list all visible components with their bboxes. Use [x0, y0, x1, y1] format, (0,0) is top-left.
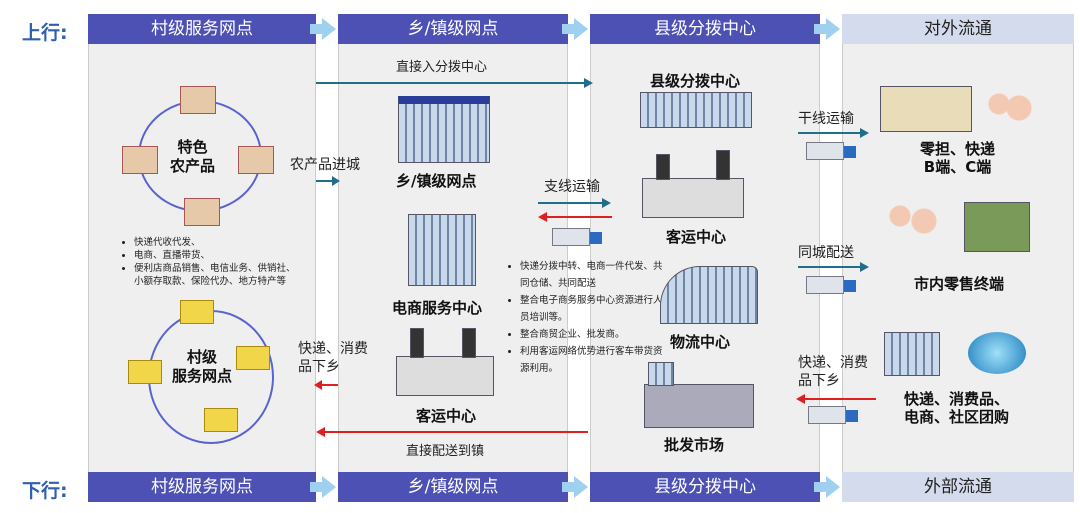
office-building-icon — [884, 332, 940, 376]
package-icon — [204, 408, 238, 432]
retail-terminal-label: 市内零售终端 — [914, 275, 1005, 293]
logistics-center-label: 物流中心 — [670, 333, 731, 351]
farm-icon — [184, 198, 220, 226]
header-arrow-icon — [562, 18, 588, 40]
farm-icon — [122, 146, 158, 174]
arrowhead-icon — [538, 212, 547, 222]
direct-down-label: 直接配送到镇 — [406, 444, 485, 459]
package-icon — [236, 346, 270, 370]
village-node-label: 村级 服务网点 — [172, 348, 233, 385]
arrowhead-icon — [314, 380, 322, 390]
arrowhead-icon — [860, 128, 869, 138]
bus-station-icon — [396, 356, 494, 396]
service-item: 快递代收代发、 — [134, 236, 304, 249]
footer-arrow-icon — [310, 476, 336, 498]
town-node-building-icon — [398, 96, 490, 163]
footer-town: 乡/镇级网点 — [338, 472, 568, 502]
goods-down-arrow — [322, 384, 338, 386]
customers-icon — [984, 88, 1034, 128]
village-services-list: 快递代收代发、 电商、直播带货、 便利店商品销售、电信业务、供销社、小额存取款、… — [120, 236, 304, 288]
county-bus-station-icon — [642, 178, 744, 218]
town-functions-list: 快递分拨中转、电商一件代发、共同仓储、共同配送 整合电子商务服务中心资源进行人员… — [506, 258, 666, 377]
chimney-icon — [716, 150, 730, 180]
wholesale-tower-icon — [648, 362, 674, 386]
farm-icon — [180, 86, 216, 114]
trunk-arrow — [798, 132, 860, 134]
upstream-label: 上行: — [22, 22, 68, 44]
farm-icon — [238, 146, 274, 174]
consumers-icon — [882, 196, 942, 246]
direct-up-label: 直接入分拨中心 — [396, 60, 488, 75]
service-item: 电商、直播带货、 — [134, 249, 304, 262]
arrowhead-icon — [860, 262, 869, 272]
trunk-transport-label: 干线运输 — [798, 111, 854, 127]
branch-down-arrow — [546, 216, 612, 218]
truck-icon — [806, 142, 856, 160]
goods-down-right-arrow — [804, 398, 876, 400]
supply-sources-label: 快递、消费品、 电商、社区团购 — [904, 390, 1010, 426]
b-c-end-label: 零担、快递 B端、C端 — [920, 140, 996, 176]
header-town: 乡/镇级网点 — [338, 14, 568, 44]
chimney-icon — [656, 154, 670, 180]
goods-down-label: 快递、消费 品下乡 — [298, 341, 368, 375]
same-city-label: 同城配送 — [798, 245, 854, 261]
footer-village: 村级服务网点 — [88, 472, 316, 502]
arrowhead-icon — [332, 176, 340, 186]
warehouse-icon — [880, 86, 972, 132]
retail-store-icon — [964, 202, 1030, 252]
header-arrow-icon — [814, 18, 840, 40]
footer-arrow-icon — [562, 476, 588, 498]
same-city-arrow — [798, 266, 860, 268]
agri-to-city-label: 农产品进城 — [290, 157, 360, 173]
agri-arrow — [316, 180, 332, 182]
direct-up-arrow — [316, 82, 584, 84]
ecommerce-building-icon — [408, 214, 476, 286]
arrowhead-icon — [316, 427, 325, 437]
header-village: 村级服务网点 — [88, 14, 316, 44]
county-bus-center-label: 客运中心 — [666, 228, 727, 246]
arrowhead-icon — [602, 198, 611, 208]
branch-up-arrow — [538, 202, 602, 204]
town-node-label: 乡/镇级网点 — [396, 172, 477, 190]
header-external: 对外流通 — [842, 14, 1074, 44]
chimney-icon — [410, 328, 424, 358]
agri-products-label: 特色 农产品 — [170, 138, 216, 175]
function-item: 整合电子商务服务中心资源进行人员培训等。 — [520, 292, 666, 326]
function-item: 整合商贸企业、批发商。 — [520, 326, 666, 343]
footer-county: 县级分拨中心 — [590, 472, 820, 502]
downstream-label: 下行: — [22, 480, 68, 502]
package-icon — [128, 360, 162, 384]
globe-icon — [968, 332, 1026, 374]
header-arrow-icon — [310, 18, 336, 40]
footer-arrow-icon — [814, 476, 840, 498]
goods-down-right-label: 快递、消费 品下乡 — [798, 355, 868, 389]
logistics-building-icon — [660, 266, 758, 324]
arrowhead-icon — [796, 394, 805, 404]
delivery-truck-icon — [806, 276, 856, 294]
header-county: 县级分拨中心 — [590, 14, 820, 44]
chimney-icon — [462, 328, 476, 358]
truck-icon — [808, 406, 858, 424]
function-item: 快递分拨中转、电商一件代发、共同仓储、共同配送 — [520, 258, 666, 292]
wholesale-market-label: 批发市场 — [664, 436, 725, 454]
footer-external: 外部流通 — [842, 472, 1074, 502]
county-hub-label: 县级分拨中心 — [650, 72, 741, 90]
truck-icon — [552, 228, 602, 246]
package-icon — [180, 300, 214, 324]
direct-down-arrow — [324, 431, 588, 433]
branch-transport-label: 支线运输 — [544, 179, 600, 195]
arrowhead-icon — [584, 78, 593, 88]
county-hub-building-icon — [640, 92, 752, 128]
ecommerce-center-label: 电商服务中心 — [392, 299, 483, 317]
service-item: 便利店商品销售、电信业务、供销社、小额存取款、保险代办、地方特产等 — [134, 262, 304, 288]
function-item: 利用客运网络优势进行客车带货资源利用。 — [520, 343, 666, 377]
wholesale-market-icon — [644, 384, 754, 428]
town-bus-center-label: 客运中心 — [416, 407, 477, 425]
